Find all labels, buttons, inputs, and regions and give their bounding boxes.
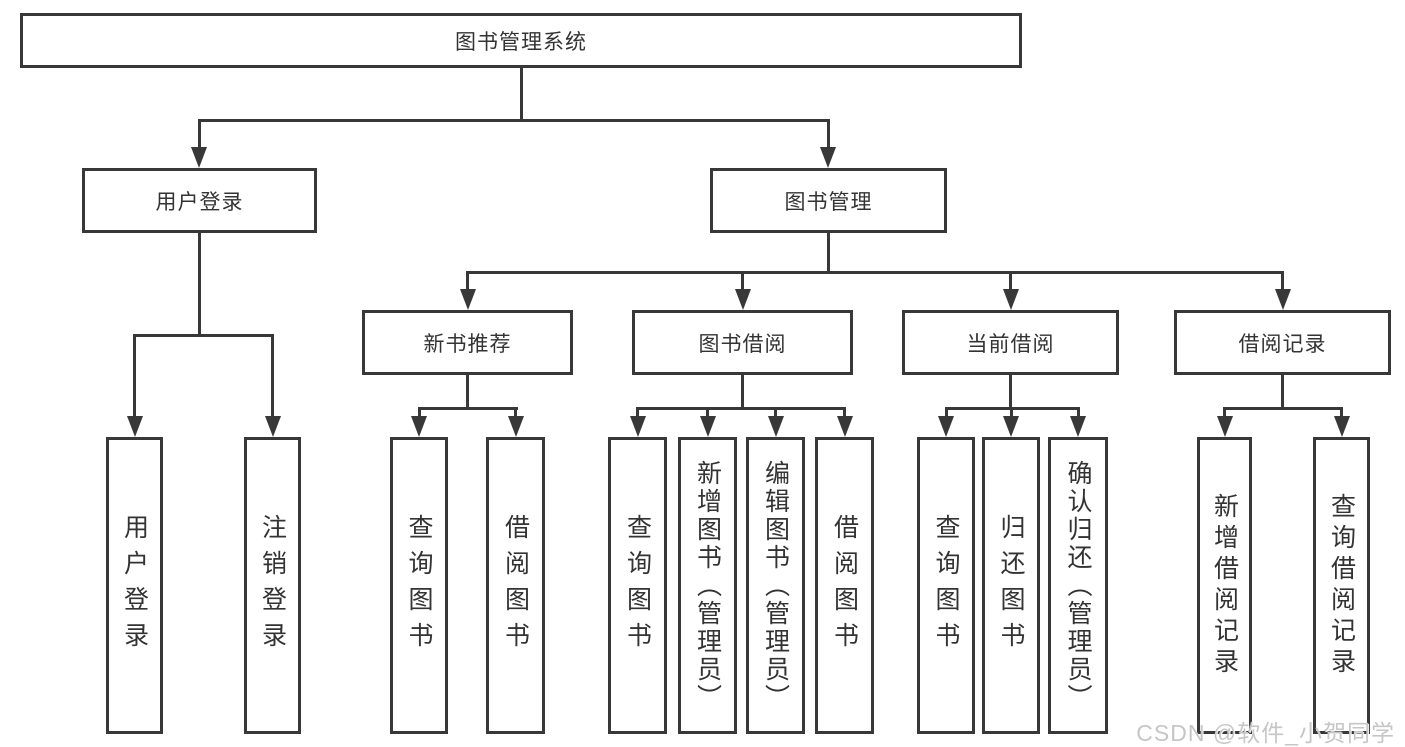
node-borrow-records: 借阅记录 bbox=[1174, 310, 1391, 375]
connector-line bbox=[1076, 406, 1080, 419]
connector-line bbox=[271, 333, 274, 419]
connector-line bbox=[466, 375, 469, 408]
node-user-login: 用户登录 bbox=[82, 168, 317, 233]
connector-line bbox=[133, 333, 274, 337]
arrow-down-icon bbox=[191, 147, 207, 168]
leaf-user-login: 用户登录 bbox=[106, 437, 163, 734]
arrow-down-icon bbox=[734, 289, 751, 310]
arrow-down-icon bbox=[820, 147, 836, 168]
arrow-down-icon bbox=[1216, 416, 1233, 437]
arrow-down-icon bbox=[1333, 416, 1350, 437]
node-book-borrow: 图书借阅 bbox=[632, 310, 853, 375]
connector-line bbox=[1223, 406, 1343, 410]
arrow-down-icon bbox=[767, 416, 784, 437]
leaf-borrow-books-recommend: 借阅图书 bbox=[486, 437, 545, 734]
connector-line bbox=[741, 270, 744, 293]
leaf-borrow-books: 借阅图书 bbox=[815, 437, 874, 734]
leaf-add-books-admin: 新增图书（管理员） bbox=[678, 437, 737, 734]
connector-line bbox=[514, 406, 517, 419]
arrow-down-icon bbox=[938, 416, 954, 437]
node-current-borrow: 当前借阅 bbox=[902, 310, 1119, 375]
connector-line bbox=[1009, 375, 1012, 408]
arrow-down-icon bbox=[411, 416, 427, 437]
arrow-down-icon bbox=[1274, 289, 1291, 310]
connector-line bbox=[741, 375, 744, 408]
connector-line bbox=[843, 406, 846, 419]
connector-line bbox=[133, 333, 136, 419]
connector-line bbox=[1281, 375, 1284, 408]
leaf-edit-books-admin: 编辑图书（管理员） bbox=[746, 437, 805, 734]
connector-line bbox=[774, 406, 777, 419]
leaf-query-books-current: 查询图书 bbox=[917, 437, 975, 734]
connector-line bbox=[197, 233, 201, 336]
connector-line bbox=[1009, 270, 1012, 293]
connector-line bbox=[1340, 406, 1343, 419]
node-book-management: 图书管理 bbox=[710, 168, 947, 233]
node-library-system: 图书管理系统 bbox=[20, 13, 1022, 68]
connector-line bbox=[197, 118, 201, 151]
leaf-query-borrow-record: 查询借阅记录 bbox=[1313, 437, 1370, 734]
connector-line bbox=[1009, 406, 1013, 419]
connector-line bbox=[466, 270, 1284, 274]
connector-line bbox=[519, 68, 523, 120]
leaf-confirm-return-admin: 确认归还（管理员） bbox=[1048, 437, 1108, 734]
arrow-down-icon bbox=[126, 416, 143, 437]
connector-line bbox=[197, 118, 830, 122]
arrow-down-icon bbox=[507, 416, 524, 437]
connector-line bbox=[1223, 406, 1226, 419]
arrow-down-icon bbox=[699, 416, 716, 437]
watermark: CSDN @软件_小贺同学 bbox=[1136, 720, 1395, 746]
leaf-return-books: 归还图书 bbox=[982, 437, 1040, 734]
connector-line bbox=[944, 406, 948, 419]
connector-line bbox=[636, 406, 846, 410]
leaf-logout: 注销登录 bbox=[244, 437, 301, 734]
arrow-down-icon bbox=[1003, 416, 1019, 437]
arrow-down-icon bbox=[459, 289, 476, 310]
connector-line bbox=[826, 118, 830, 151]
connector-line bbox=[417, 406, 421, 419]
connector-line bbox=[706, 406, 709, 419]
arrow-down-icon bbox=[1070, 416, 1086, 437]
arrow-down-icon bbox=[836, 416, 853, 437]
connector-line bbox=[466, 270, 469, 293]
arrow-down-icon bbox=[629, 416, 646, 437]
leaf-add-borrow-record: 新增借阅记录 bbox=[1197, 437, 1252, 734]
connector-line bbox=[826, 233, 830, 274]
connector-line bbox=[636, 406, 639, 419]
arrow-down-icon bbox=[1002, 289, 1019, 310]
arrow-down-icon bbox=[264, 416, 281, 437]
connector-line bbox=[1281, 270, 1284, 293]
connector-line bbox=[417, 406, 518, 410]
leaf-query-books-recommend: 查询图书 bbox=[390, 437, 448, 734]
leaf-query-books-borrow: 查询图书 bbox=[608, 437, 667, 734]
node-new-book-recommend: 新书推荐 bbox=[362, 310, 573, 375]
